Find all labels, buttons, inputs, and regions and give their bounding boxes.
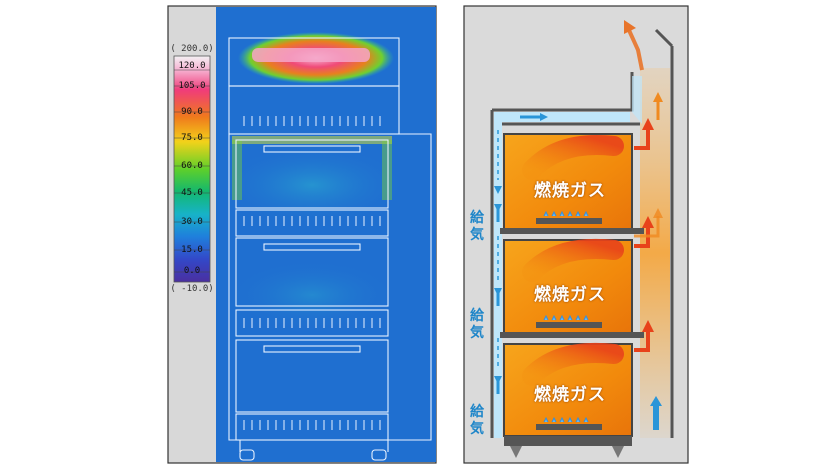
chamber-3 [503, 342, 633, 437]
supply-air-label: 給 気 [470, 210, 484, 243]
scale-tick-label: 15.0 [181, 245, 203, 255]
scale-max-label: ( 200.0) [170, 44, 214, 54]
supply-air-channel [494, 112, 502, 438]
scale-tick-label: 60.0 [181, 161, 203, 171]
combustion-gas-label: 燃焼ガス [534, 181, 606, 201]
combustion-gas-label: 燃焼ガス [534, 285, 606, 305]
combustion-gas-label: 燃焼ガス [534, 385, 606, 405]
color-scale-ticks [174, 69, 210, 273]
color-scale-bar [173, 55, 211, 283]
scale-tick-label: 0.0 [183, 266, 201, 276]
flue-gas-column [640, 68, 670, 438]
chamber-2 [500, 238, 644, 338]
scale-tick-label: 30.0 [181, 217, 203, 227]
exhaust-arrows [624, 20, 663, 352]
supply-air-label: 給 気 [470, 308, 484, 341]
cabinet-outline [228, 37, 432, 461]
thermal-panel [167, 5, 437, 464]
schematic-panel [463, 5, 689, 464]
supply-air-label: 給 気 [470, 404, 484, 437]
scale-tick-label: 105.0 [178, 81, 206, 91]
supply-air-arrows [494, 113, 662, 430]
chamber-1 [500, 133, 644, 234]
scale-tick-label: 120.0 [178, 61, 206, 71]
louver-slots [243, 116, 381, 430]
scale-tick-label: 75.0 [181, 133, 203, 143]
scale-min-label: ( -10.0) [170, 284, 214, 294]
scale-tick-label: 45.0 [181, 188, 203, 198]
scale-tick-label: 90.0 [181, 107, 203, 117]
appliance-base [504, 436, 632, 446]
